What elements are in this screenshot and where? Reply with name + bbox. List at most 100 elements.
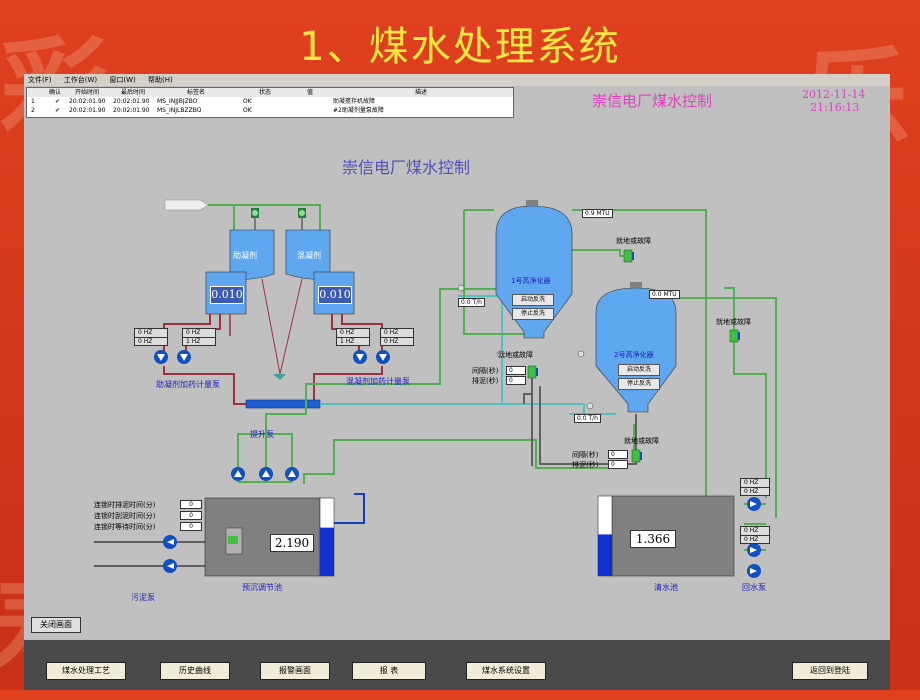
hz-value: 0 [384,338,388,345]
purifier-2-start-button[interactable]: 启动反洗 [618,364,660,376]
table-row[interactable]: 2 ✔ 20:02:01.90 20:02:01.90 MS_INJLBZZBO… [27,106,513,115]
pipe-green [238,408,264,429]
return-pump-icon [747,564,761,578]
return-pump-hz-b: 0 HZ 0 HZ [740,526,770,544]
purifier-2-flow: 0.0 T/h [574,414,601,423]
sludge-pump-icon [163,559,177,573]
purifier-1-drain-label: 排泥(秒) [472,377,499,385]
scraper-motor [228,536,238,544]
interlock-scrape-value[interactable]: 0 [180,511,202,520]
purifier-1-drain[interactable]: 0 [506,376,526,385]
return-pump-icon [747,497,761,511]
hz-unit: HZ [749,488,759,495]
menu-window[interactable]: 窗口(W) [109,76,136,84]
col-ack: 确认 [49,89,62,96]
hz-unit: HZ [143,329,153,336]
menu-workbench[interactable]: 工作台(W) [63,76,98,84]
row-desc: #2助凝剂量泵故障 [333,107,384,114]
purifier-1-stop-button[interactable]: 停止反洗 [512,308,554,320]
coagulant-aid-label: 助凝剂 [233,251,257,260]
interlock-drain-label: 连锁时排泥时间(分) [94,501,156,509]
purifier-1-top [526,200,538,206]
hz-value: 0 [384,329,388,336]
pipe-green [678,297,777,518]
interlock-scrape-label: 连锁时刮泥时间(分) [94,512,156,520]
interlock-wait-label: 连锁时等待时间(分) [94,523,156,531]
nav-report[interactable]: 报 表 [352,662,426,680]
hz-unit: HZ [345,329,355,336]
menu-file[interactable]: 文件(F) [28,76,52,84]
interlock-wait-value[interactable]: 0 [180,522,202,531]
purifier-1-interval[interactable]: 0 [506,366,526,375]
row-start: 20:02:01.90 [69,107,106,114]
nav-coal-water-process[interactable]: 煤水处理工艺 [46,662,126,680]
stirrer-icon [273,374,286,380]
motor-icon [729,329,740,343]
row-desc: 助凝搅拌机故障 [333,98,376,105]
return-pump-icon [747,543,761,557]
presettle-label: 预沉调节池 [242,583,282,592]
coagulant-label: 混凝剂 [297,251,321,260]
motor-icon [527,365,538,379]
hz-unit: HZ [749,536,759,543]
pipe-green [724,287,767,498]
valve-icon [586,402,594,410]
close-screen-button[interactable]: 关闭画面 [31,617,81,633]
pipe-green [208,204,235,230]
valve-icon [496,350,504,358]
valve-icon [457,284,465,292]
table-row[interactable]: 1 ✔ 20:02:01.90 20:02:01.90 MS_INJJBJZBO… [27,97,513,106]
fault-top: 就地或故障 [616,237,651,245]
return-pump-hz-a: 0 HZ 0 HZ [740,478,770,496]
dosing-right-label: 混凝剂加药计量泵 [346,377,410,386]
header-title: 崇信电厂煤水控制 [592,92,713,110]
purifier-1-start-button[interactable]: 启动反洗 [512,294,554,306]
hz-value: 0 [138,338,142,345]
row-tag: MS_INJLBZZBO [157,107,202,114]
bottom-nav-bar: 煤水处理工艺 历史曲线 报警画面 报 表 煤水系统设置 返回到登陆 [24,640,890,690]
hz-value: 0 [744,536,748,543]
dosing-left-label: 助凝剂加药计量泵 [156,380,220,389]
coagulant-value: 0.010 [318,286,352,304]
row-ack: ✔ [55,107,61,114]
lift-pump-icon [259,467,273,481]
hz-value: 1 [186,338,190,345]
inlet-pipe [164,199,209,211]
pipe-gray [539,386,637,465]
slide-title: 1、煤水处理系统 [299,24,621,70]
hz-value: 0 [138,329,142,336]
purifier-2-drain[interactable]: 0 [608,460,628,469]
sludge-pump-icon [163,535,177,549]
row-state: OK [243,107,252,114]
header-time: 21:16:13 [810,101,860,114]
purifier-2-mtu: 0.0 MTU [649,290,680,299]
hz-unit: HZ [389,329,399,336]
hz-unit: HZ [345,338,355,345]
nav-system-settings[interactable]: 煤水系统设置 [466,662,546,680]
pipe-red [279,278,303,375]
interlock-drain-value[interactable]: 0 [180,500,202,509]
presettle-value: 2.190 [270,534,314,552]
coagulant-aid-value: 0.010 [210,286,244,304]
sludge-pump-label: 污泥泵 [131,593,155,602]
pipe-green [572,249,628,257]
purifier-2-stop-button[interactable]: 停止反洗 [618,378,660,390]
purifier-1-interval-label: 间隔(秒) [472,367,499,375]
nav-return-login[interactable]: 返回到登陆 [792,662,868,680]
hz-unit: HZ [191,338,201,345]
lift-pump-icon [285,467,299,481]
dosing-right-hz-a: 0 HZ 1 HZ [336,328,370,346]
menu-help[interactable]: 帮助(H) [147,76,173,84]
nav-alarm-screen[interactable]: 报警画面 [260,662,330,680]
row-last: 20:02:01.90 [113,107,150,114]
hz-value: 1 [340,338,344,345]
nav-history-curve[interactable]: 历史曲线 [160,662,230,680]
purifier-2-top [630,282,642,288]
hz-value: 0 [744,479,748,486]
row-no: 1 [31,98,35,105]
row-no: 2 [31,107,35,114]
purifier-2-interval[interactable]: 0 [608,450,628,459]
fault-right: 就地或故障 [716,318,751,326]
scada-window: 文件(F) 工作台(W) 窗口(W) 帮助(H) 确认 开始时间 最后时间 标签… [24,74,890,690]
pipe-red [163,366,246,405]
